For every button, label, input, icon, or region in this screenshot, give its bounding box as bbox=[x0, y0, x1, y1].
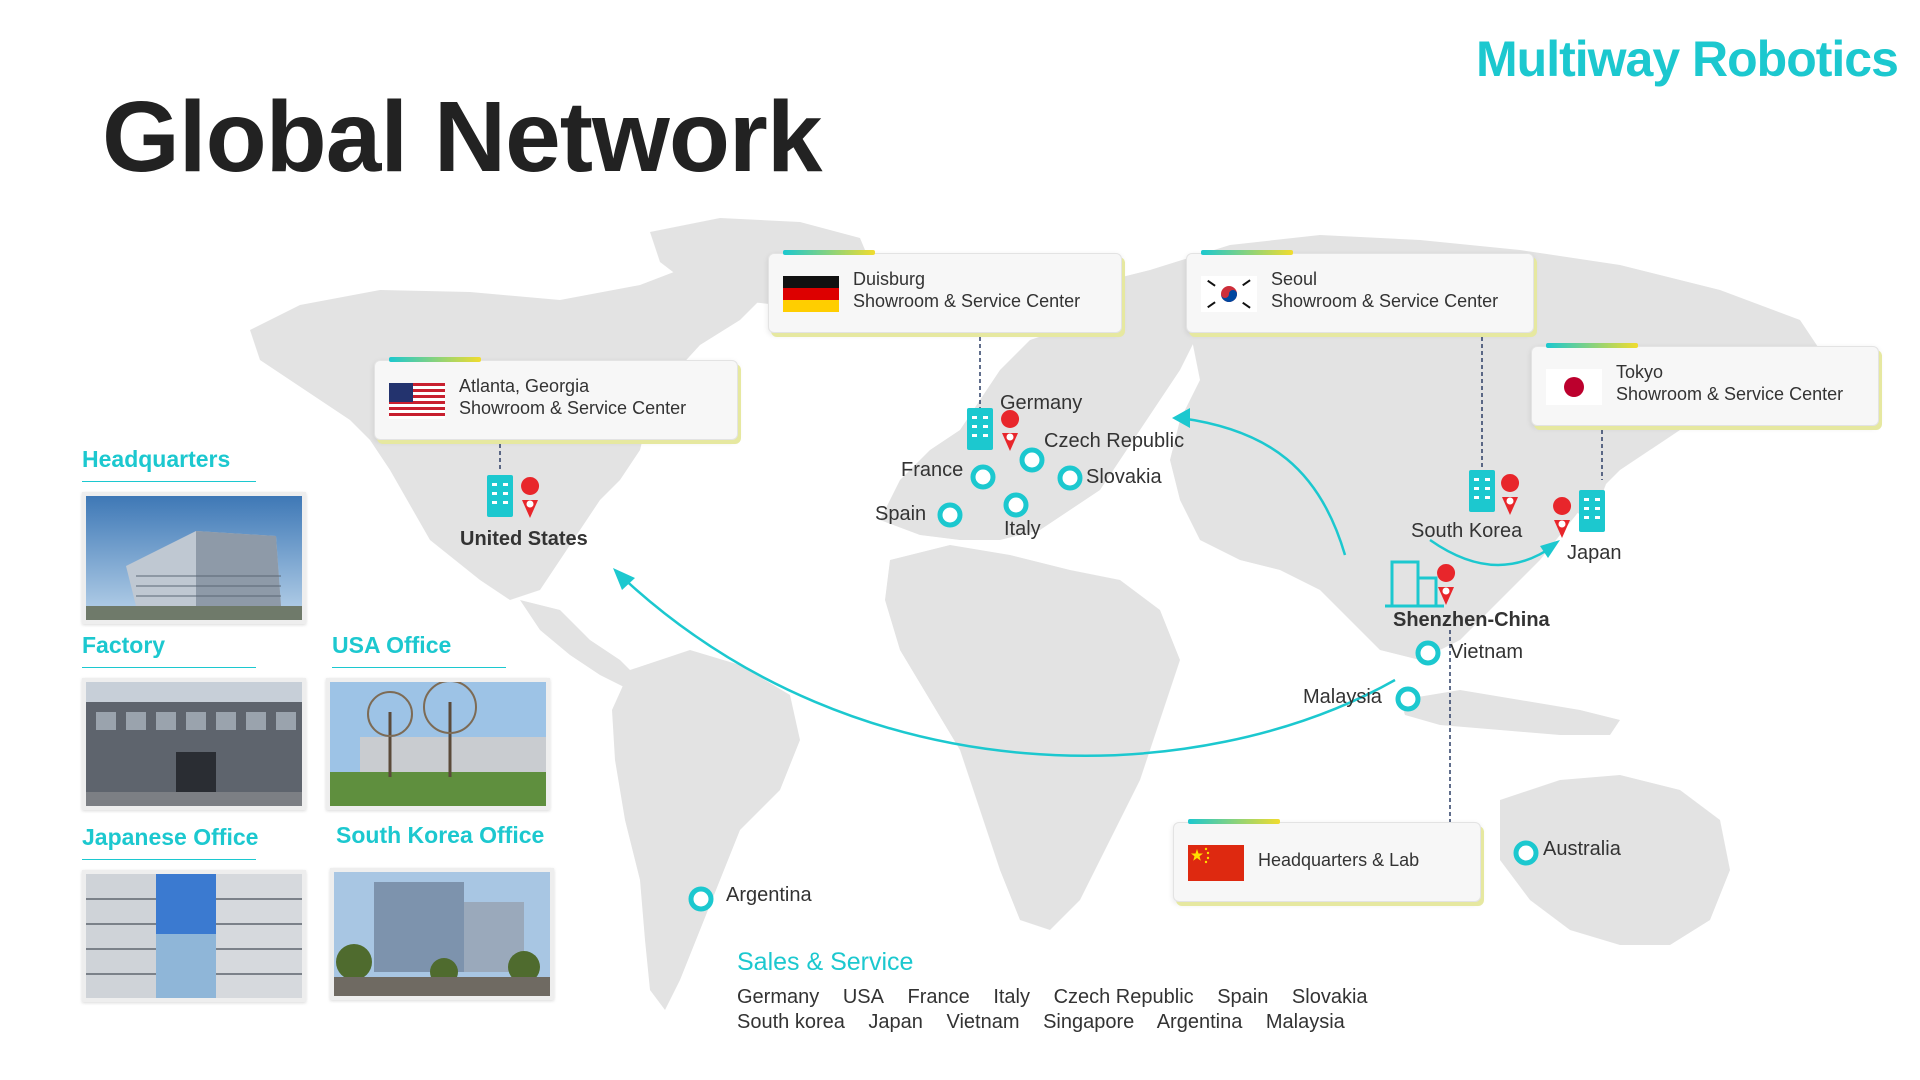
usa-flag-icon bbox=[389, 383, 445, 419]
japanese-office-heading: Japanese Office bbox=[82, 824, 259, 850]
africa-landmass bbox=[885, 545, 1180, 930]
label-czech-republic: Czech Republic bbox=[1044, 430, 1185, 452]
marker-malaysia bbox=[1395, 686, 1421, 712]
sales-country: South korea bbox=[737, 1011, 845, 1033]
page-title: Global Network bbox=[102, 81, 822, 193]
label-spain: Spain bbox=[875, 503, 927, 525]
sales-country: Italy bbox=[993, 986, 1030, 1008]
label-united-states: United States bbox=[460, 528, 588, 550]
sales-service-heading: Sales & Service bbox=[737, 948, 914, 976]
label-italy: Italy bbox=[1004, 518, 1041, 540]
headquarters-building-icon bbox=[1385, 560, 1444, 608]
card-japan-desc: Showroom & Service Center bbox=[1616, 384, 1844, 404]
marker-australia bbox=[1513, 840, 1539, 866]
usa-office-photo bbox=[326, 678, 550, 810]
south-korea-flag-icon bbox=[1201, 276, 1257, 312]
sales-country: Singapore bbox=[1043, 1011, 1135, 1033]
card-germany-desc: Showroom & Service Center bbox=[853, 291, 1081, 311]
card-usa: Atlanta, Georgia Showroom & Service Cent… bbox=[374, 357, 738, 440]
factory-photo bbox=[82, 678, 306, 810]
sales-countries-row-2: South korea Japan Vietnam Singapore Arge… bbox=[737, 1011, 1363, 1034]
card-china-desc: Headquarters & Lab bbox=[1258, 850, 1420, 870]
sales-country: USA bbox=[842, 986, 884, 1008]
marker-spain bbox=[937, 502, 963, 528]
south-korea-office-heading: South Korea Office bbox=[336, 822, 545, 848]
arc-china-to-europe bbox=[1179, 416, 1347, 556]
label-vietnam: Vietnam bbox=[1450, 641, 1524, 663]
sales-country: Spain bbox=[1217, 986, 1269, 1008]
china-flag-icon bbox=[1188, 845, 1244, 881]
arc-china-to-usa bbox=[619, 574, 1396, 757]
usa-office-heading: USA Office bbox=[332, 632, 452, 658]
card-korea-desc: Showroom & Service Center bbox=[1271, 291, 1499, 311]
sales-country: Argentina bbox=[1156, 1011, 1243, 1033]
label-australia: Australia bbox=[1543, 838, 1621, 860]
label-germany: Germany bbox=[1000, 392, 1083, 414]
marker-slovakia bbox=[1057, 465, 1083, 491]
arc-arrow-japan bbox=[1540, 540, 1560, 558]
headquarters-photo bbox=[82, 492, 306, 624]
germany-flag-icon bbox=[783, 276, 839, 312]
central-america-landmass bbox=[520, 600, 640, 690]
arc-arrow-usa bbox=[613, 568, 635, 590]
label-argentina: Argentina bbox=[726, 884, 812, 906]
label-shenzhen-china: Shenzhen-China bbox=[1393, 609, 1550, 631]
headquarters-heading: Headquarters bbox=[82, 446, 231, 472]
card-germany: Duisburg Showroom & Service Center bbox=[768, 250, 1122, 333]
card-germany-city: Duisburg bbox=[853, 269, 926, 289]
office-icon-japan bbox=[1579, 490, 1605, 532]
label-japan: Japan bbox=[1567, 542, 1622, 564]
card-china: Headquarters & Lab bbox=[1173, 819, 1481, 902]
card-korea-city: Seoul bbox=[1271, 269, 1318, 289]
brand-logo: Multiway Robotics bbox=[1476, 31, 1899, 87]
pin-icon-japan bbox=[1553, 497, 1572, 538]
marker-argentina bbox=[688, 886, 714, 912]
label-malaysia: Malaysia bbox=[1303, 686, 1382, 708]
label-south-korea: South Korea bbox=[1411, 520, 1523, 542]
office-icon-usa bbox=[487, 475, 513, 517]
europe-landmass bbox=[880, 270, 1200, 540]
marker-france bbox=[970, 464, 996, 490]
sales-countries-row-1: Germany USA France Italy Czech Republic … bbox=[737, 986, 1386, 1009]
card-usa-desc: Showroom & Service Center bbox=[459, 398, 687, 418]
office-icon-germany bbox=[967, 408, 993, 450]
pin-icon-china bbox=[1437, 564, 1456, 605]
label-france: France bbox=[901, 459, 964, 481]
sales-country: Slovakia bbox=[1291, 986, 1368, 1008]
marker-czech bbox=[1019, 447, 1045, 473]
pin-icon-usa bbox=[521, 477, 540, 518]
sales-country: Germany bbox=[737, 986, 820, 1008]
card-usa-city: Atlanta, Georgia bbox=[459, 376, 590, 396]
japan-flag-icon bbox=[1546, 369, 1602, 405]
sales-country: Czech Republic bbox=[1053, 986, 1194, 1008]
label-slovakia: Slovakia bbox=[1086, 466, 1162, 488]
arc-china-to-japan bbox=[1429, 538, 1556, 567]
pin-icon-korea bbox=[1501, 474, 1520, 515]
sales-country: Vietnam bbox=[946, 1011, 1020, 1033]
card-japan: Tokyo Showroom & Service Center bbox=[1531, 343, 1879, 426]
pin-icon-germany bbox=[1001, 410, 1020, 451]
card-japan-city: Tokyo bbox=[1616, 362, 1664, 382]
asia-landmass bbox=[1150, 235, 1820, 660]
sales-country: Malaysia bbox=[1265, 1011, 1345, 1033]
australia-landmass bbox=[1500, 775, 1730, 945]
marker-vietnam bbox=[1415, 640, 1441, 666]
factory-heading: Factory bbox=[82, 632, 166, 658]
indonesia-landmass bbox=[1400, 690, 1620, 735]
marker-italy bbox=[1003, 492, 1029, 518]
south-korea-office-photo bbox=[330, 868, 554, 1000]
sales-country: Japan bbox=[868, 1011, 923, 1033]
card-korea: Seoul Showroom & Service Center bbox=[1186, 250, 1534, 333]
japanese-office-photo bbox=[82, 870, 306, 1002]
office-icon-korea bbox=[1469, 470, 1495, 512]
arc-arrow-europe bbox=[1172, 408, 1190, 428]
south-america-landmass bbox=[612, 650, 800, 1010]
sales-country: France bbox=[907, 986, 970, 1008]
